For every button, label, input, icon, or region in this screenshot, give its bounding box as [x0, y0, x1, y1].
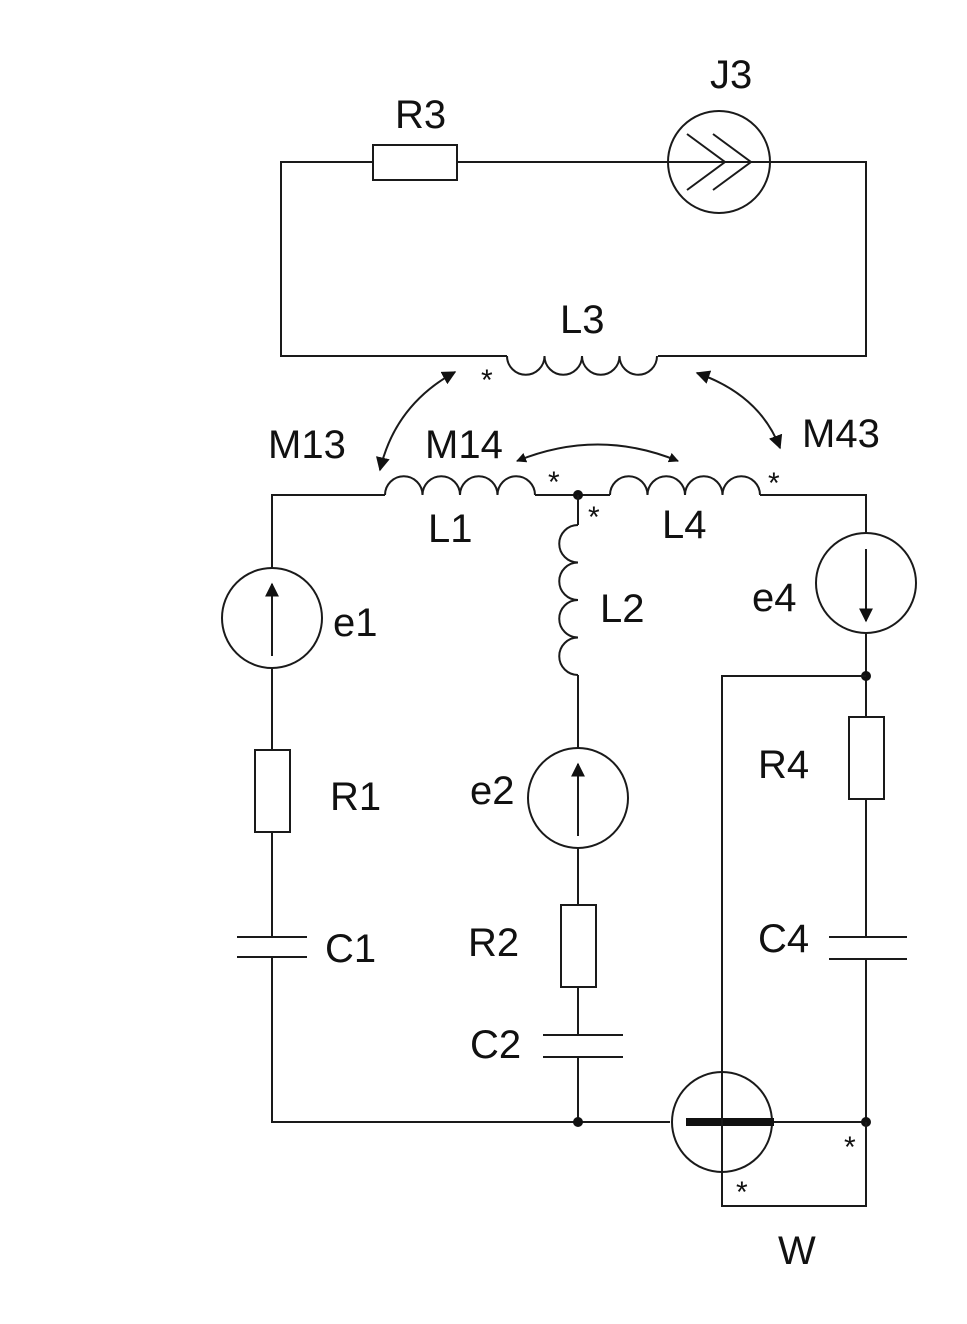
left-branch-wires: [271, 668, 670, 1123]
polarity-marker-l3: *: [481, 364, 493, 397]
capacitor-c2: [543, 1034, 623, 1058]
polarity-marker-l2: *: [588, 501, 600, 534]
label-l4: L4: [662, 503, 707, 547]
label-e1: e1: [333, 601, 378, 645]
wattmeter-w: [671, 1071, 774, 1173]
label-r3: R3: [395, 93, 446, 137]
label-r2: R2: [468, 921, 519, 965]
polarity-marker-w-current: *: [844, 1131, 856, 1164]
inductor-l1: [384, 475, 536, 496]
label-l1: L1: [428, 507, 473, 551]
polarity-marker-l1: *: [548, 466, 560, 499]
resistor-r3: [372, 144, 458, 181]
voltage-source-e4: [815, 532, 917, 634]
label-c4: C4: [758, 917, 809, 961]
label-m43: M43: [802, 412, 880, 456]
label-r1: R1: [330, 775, 381, 819]
resistor-r4: [848, 716, 885, 800]
wattmeter-voltage-loop: [721, 675, 867, 1207]
label-c1: C1: [325, 927, 376, 971]
inductor-l2: [558, 524, 579, 676]
resistor-r1: [254, 749, 291, 833]
polarity-marker-l4: *: [768, 467, 780, 500]
label-j3: J3: [710, 53, 752, 97]
m13-coupling-arrow: [376, 371, 457, 472]
junction-bottom-middle: [573, 1117, 583, 1127]
voltage-source-e2: [527, 747, 629, 849]
m14-coupling-arrow: [516, 443, 679, 463]
inductor-l3: [506, 355, 658, 376]
capacitor-c4: [829, 936, 907, 960]
right-branch-wires: [772, 633, 867, 1123]
top-loop-wires: [280, 161, 867, 357]
current-source-j3: [667, 110, 771, 214]
label-m13: M13: [268, 423, 346, 467]
label-c2: C2: [470, 1023, 521, 1067]
inductor-l4: [609, 475, 761, 496]
m43-coupling-arrow: [695, 370, 783, 450]
label-l3: L3: [560, 298, 605, 342]
voltage-source-e1: [221, 567, 323, 669]
polarity-marker-w-voltage: *: [736, 1176, 748, 1209]
label-l2: L2: [600, 587, 645, 631]
label-w: W: [778, 1229, 816, 1273]
capacitor-c1: [237, 936, 307, 958]
label-e4: e4: [752, 576, 797, 620]
label-r4: R4: [758, 743, 809, 787]
lower-top-wires: [271, 494, 867, 568]
resistor-r2: [560, 904, 597, 988]
label-m14: M14: [425, 423, 503, 467]
label-e2: e2: [470, 769, 515, 813]
